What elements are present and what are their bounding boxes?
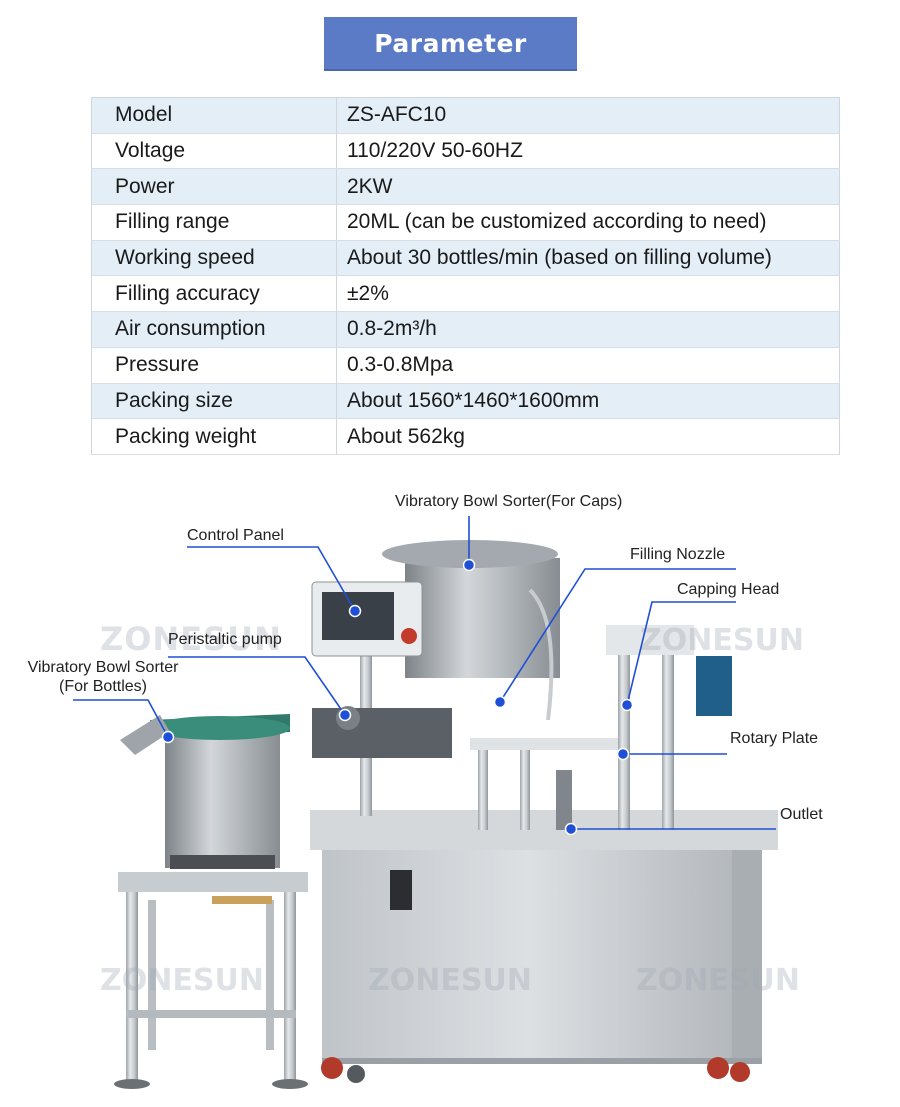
spec-value: 110/220V 50-60HZ <box>336 133 840 170</box>
callout-dots <box>161 558 634 836</box>
watermark-text: ZONESUN <box>368 963 532 998</box>
parameter-banner: Parameter <box>324 17 577 71</box>
spec-label: Packing size <box>91 383 337 420</box>
callout-outlet: Outlet <box>780 806 823 823</box>
watermark-text: ZONESUN <box>636 963 800 998</box>
machine-illustration: ZONESUN ZONESUN ZONESUN ZONESUN ZONESUN <box>73 516 804 1089</box>
spec-value: About 562kg <box>336 418 840 455</box>
callout-control-panel: Control Panel <box>187 527 284 544</box>
callout-capping-head: Capping Head <box>677 581 780 598</box>
spec-label: Filling accuracy <box>91 275 337 313</box>
bottle-stand <box>114 872 308 1089</box>
table-row: Filling accuracy±2% <box>91 275 840 313</box>
spec-value: 20ML (can be customized according to nee… <box>336 204 840 241</box>
spec-value: ±2% <box>336 275 840 313</box>
upper-machinery <box>311 540 732 830</box>
spec-value: 0.8-2m³/h <box>336 311 840 348</box>
spec-label: Air consumption <box>91 311 337 348</box>
spec-value: ZS-AFC10 <box>336 97 840 134</box>
callout-lines <box>73 516 776 830</box>
callout-rotary-plate: Rotary Plate <box>730 730 819 747</box>
spec-label: Model <box>91 97 337 134</box>
bottle-bowl <box>120 714 290 869</box>
spec-label: Pressure <box>91 347 337 384</box>
callout-bowl-bottles: Vibratory Bowl Sorter (For Bottles) <box>17 658 189 696</box>
callout-bowl-bottles-line2: (For Bottles) <box>58 678 147 695</box>
spec-value: 2KW <box>336 168 840 206</box>
callout-filling-nozzle: Filling Nozzle <box>630 546 726 563</box>
spec-label: Working speed <box>91 240 337 277</box>
watermark-text: ZONESUN <box>100 963 264 998</box>
spec-label: Power <box>91 168 337 206</box>
watermark-text: ZONESUN <box>100 620 282 658</box>
page-title: Parameter <box>374 28 527 58</box>
spec-value: About 30 bottles/min (based on filling v… <box>336 240 840 277</box>
spec-value: About 1560*1460*1600mm <box>336 383 840 420</box>
spec-label: Voltage <box>91 133 337 170</box>
spec-label: Filling range <box>91 204 337 241</box>
spec-label: Packing weight <box>91 418 337 455</box>
main-cabinet <box>310 810 778 1083</box>
callout-peristaltic-pump: Peristaltic pump <box>168 631 282 648</box>
watermark-text: ZONESUN <box>640 623 804 658</box>
callout-bowl-bottles-line1: Vibratory Bowl Sorter <box>27 659 179 676</box>
callout-bowl-caps: Vibratory Bowl Sorter(For Caps) <box>395 493 623 510</box>
spec-value: 0.3-0.8Mpa <box>336 347 840 384</box>
